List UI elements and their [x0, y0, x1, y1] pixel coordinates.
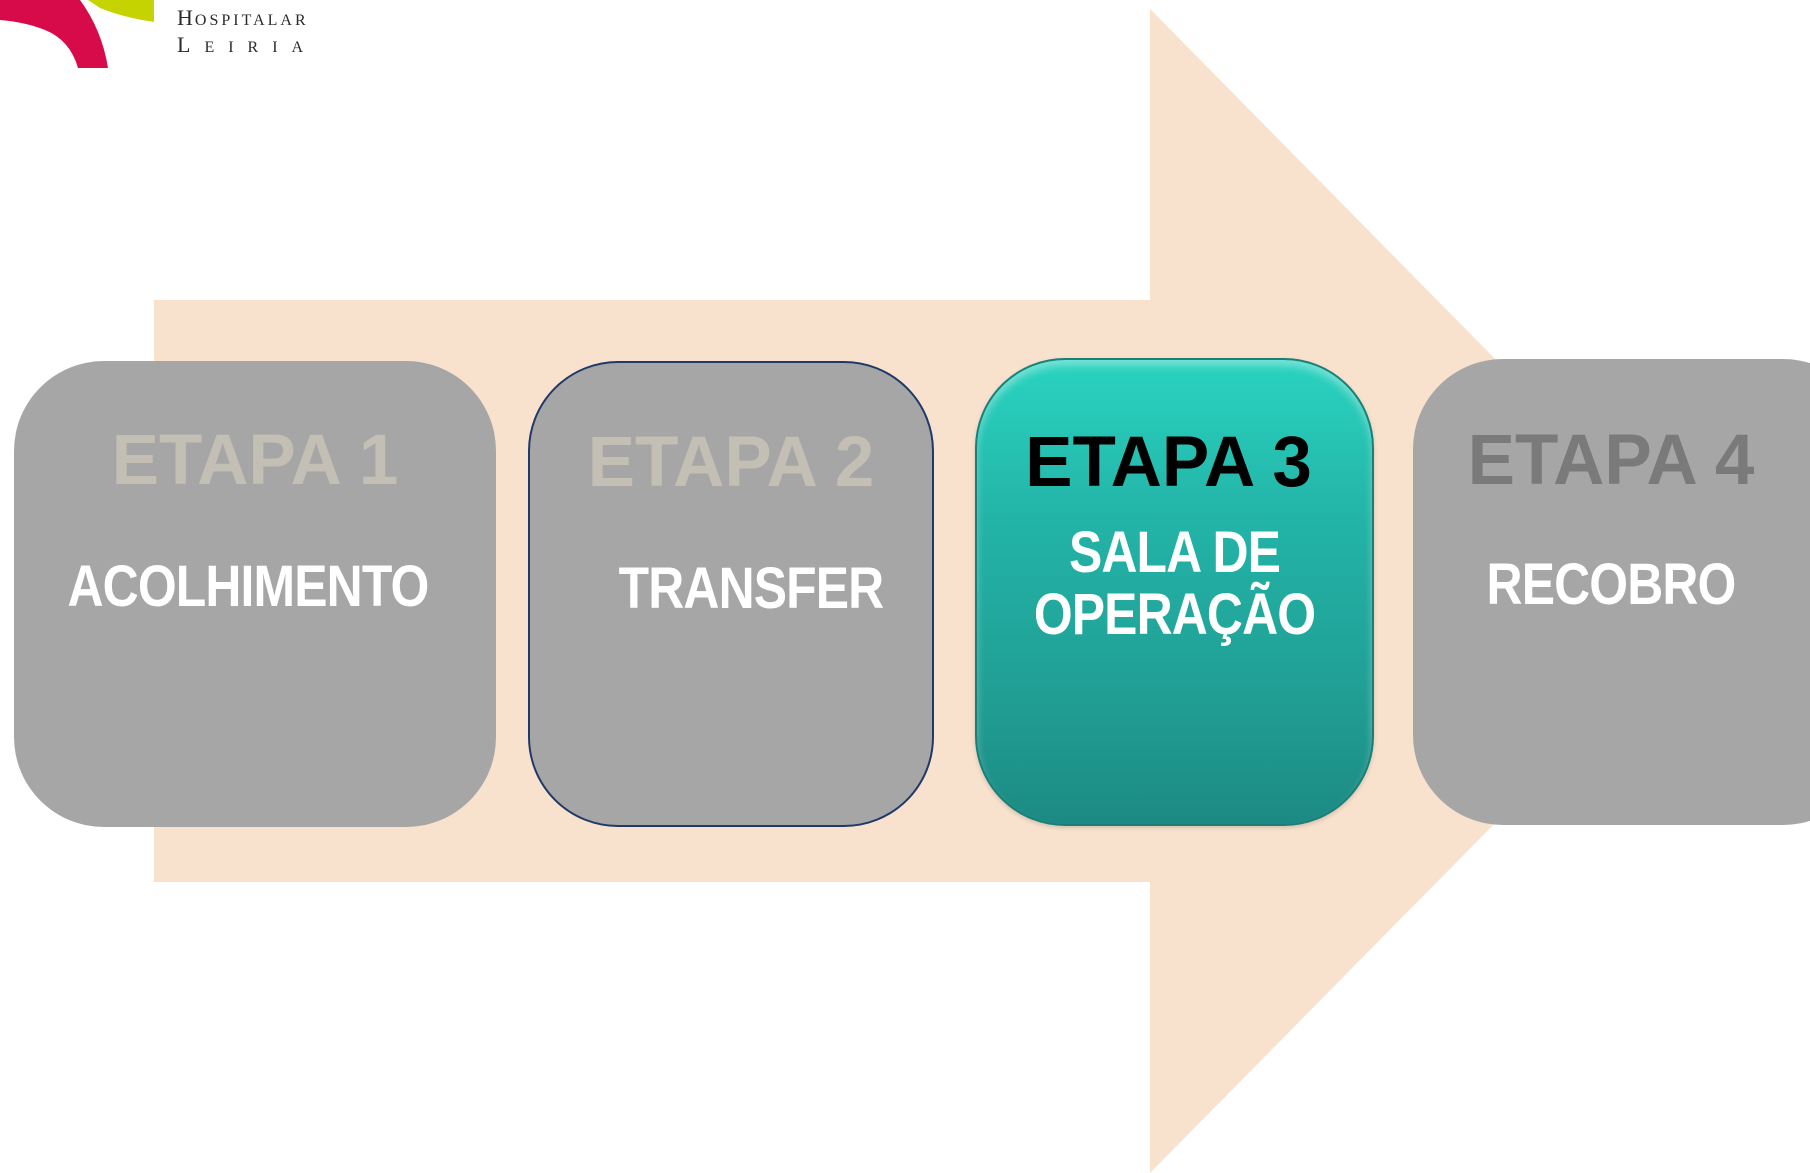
stage-4-box: ETAPA 4 RECOBRO [1413, 359, 1810, 825]
stage-1-box: ETAPA 1 ACOLHIMENTO [14, 361, 496, 827]
logo-text-line-2: LEIRIA [177, 32, 318, 57]
stage-4-name: RECOBRO [1486, 552, 1737, 617]
stage-1-step-label: ETAPA 1 [111, 421, 399, 500]
logo-text-line-1: HOSPITALAR [177, 5, 309, 30]
logo-mark-icon [0, 0, 154, 68]
process-arrow-shape [154, 9, 1724, 1173]
stage-4-step-label: ETAPA 4 [1467, 421, 1755, 500]
stage-2-name: TRANSFER [618, 556, 885, 621]
stage-2-step-label: ETAPA 2 [587, 423, 875, 502]
hospital-logo: HOSPITALAR LEIRIA [0, 0, 400, 80]
stage-1-name: ACOLHIMENTO [67, 554, 430, 619]
stage-3-step-label: ETAPA 3 [1025, 423, 1312, 502]
stage-2-box: ETAPA 2 TRANSFER [528, 361, 934, 827]
